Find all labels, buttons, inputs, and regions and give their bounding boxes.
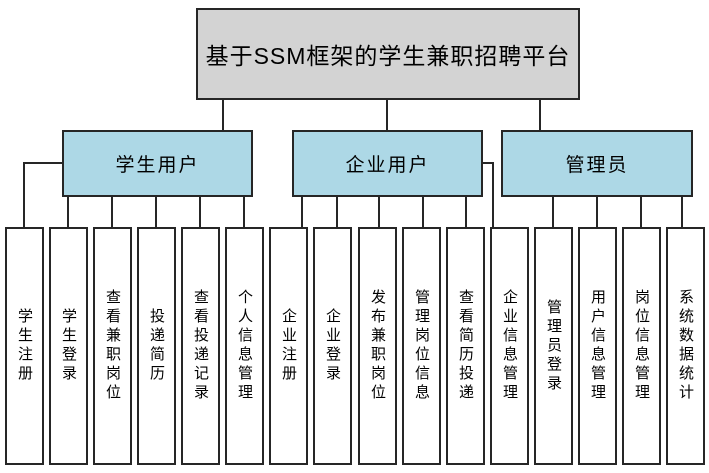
leaf-label-enterprise-register: 企业注册	[280, 308, 297, 384]
leaf-node-view-part-time-jobs: 查看兼职岗位	[93, 227, 132, 465]
leaf-node-view-resume-submissions: 查看简历投递	[446, 227, 485, 465]
leaf-label-manage-job-info: 管理岗位信息	[413, 289, 430, 403]
connector-admin-leaf16	[681, 197, 683, 227]
leaf-label-student-register: 学生注册	[16, 308, 33, 384]
branch-label-enterprise-user: 企业用户	[345, 155, 430, 176]
leaf-node-personal-info-management: 个人信息管理	[225, 227, 264, 465]
leaf-node-user-info-management: 用户信息管理	[578, 227, 617, 465]
root-title: 基于SSM框架的学生兼职招聘平台	[205, 43, 571, 69]
root-node: 基于SSM框架的学生兼职招聘平台	[196, 8, 580, 100]
connector-student-leaf5	[199, 197, 201, 227]
leaf-label-student-login: 学生登录	[60, 308, 77, 384]
leaf-node-enterprise-register: 企业注册	[269, 227, 308, 465]
leaf-node-admin-login: 管理员登录	[534, 227, 573, 465]
leaf-label-view-resume-submissions: 查看简历投递	[457, 289, 474, 403]
connector-student-left-elbow-v	[23, 162, 25, 227]
connector-admin-leaf15	[640, 197, 642, 227]
leaf-node-manage-job-info: 管理岗位信息	[402, 227, 441, 465]
leaf-node-student-login: 学生登录	[49, 227, 88, 465]
connector-student-leaf4	[155, 197, 157, 227]
leaf-label-enterprise-info-management: 企业信息管理	[501, 289, 518, 403]
branch-label-admin: 管理员	[565, 155, 629, 176]
connector-enterprise-right-elbow-h	[481, 162, 494, 164]
leaf-node-enterprise-login: 企业登录	[313, 227, 352, 465]
leaf-node-student-register: 学生注册	[5, 227, 44, 465]
leaf-node-submit-resume: 投递简历	[137, 227, 176, 465]
connector-student-left-elbow-h	[23, 162, 63, 164]
leaf-label-enterprise-login: 企业登录	[324, 308, 341, 384]
leaf-label-user-info-management: 用户信息管理	[589, 289, 606, 403]
connector-admin-leaf13	[552, 197, 554, 227]
leaf-node-job-info-management: 岗位信息管理	[622, 227, 661, 465]
connector-enterprise-right-elbow-v	[492, 162, 494, 227]
connector-root-enterprise	[386, 100, 388, 130]
leaf-label-personal-info-management: 个人信息管理	[236, 289, 253, 403]
connector-enterprise-leaf8	[336, 197, 338, 227]
connector-enterprise-leaf9	[378, 197, 380, 227]
branch-node-enterprise-user: 企业用户	[292, 130, 483, 197]
branch-node-admin: 管理员	[501, 130, 693, 197]
leaf-label-system-data-statistics: 系统数据统计	[677, 289, 694, 403]
leaf-label-publish-part-time-jobs: 发布兼职岗位	[369, 289, 386, 403]
connector-admin-leaf14	[596, 197, 598, 227]
connector-student-leaf2	[67, 197, 69, 227]
leaf-label-view-submission-records: 查看投递记录	[192, 289, 209, 403]
leaf-node-enterprise-info-management: 企业信息管理	[490, 227, 529, 465]
connector-student-leaf3	[111, 197, 113, 227]
branch-node-student-user: 学生用户	[62, 130, 253, 197]
leaf-label-submit-resume: 投递简历	[148, 308, 165, 384]
leaf-label-job-info-management: 岗位信息管理	[633, 289, 650, 403]
leaf-label-view-part-time-jobs: 查看兼职岗位	[104, 289, 121, 403]
connector-root-student	[222, 100, 224, 130]
leaf-node-publish-part-time-jobs: 发布兼职岗位	[358, 227, 397, 465]
leaf-node-system-data-statistics: 系统数据统计	[666, 227, 705, 465]
leaf-node-view-submission-records: 查看投递记录	[181, 227, 220, 465]
connector-enterprise-leaf7	[301, 197, 303, 227]
connector-enterprise-leaf10	[422, 197, 424, 227]
connector-enterprise-leaf11	[465, 197, 467, 227]
connector-student-leaf6	[243, 197, 245, 227]
branch-label-student-user: 学生用户	[115, 155, 200, 176]
leaf-label-admin-login: 管理员登录	[545, 298, 562, 394]
connector-root-admin	[539, 100, 541, 130]
